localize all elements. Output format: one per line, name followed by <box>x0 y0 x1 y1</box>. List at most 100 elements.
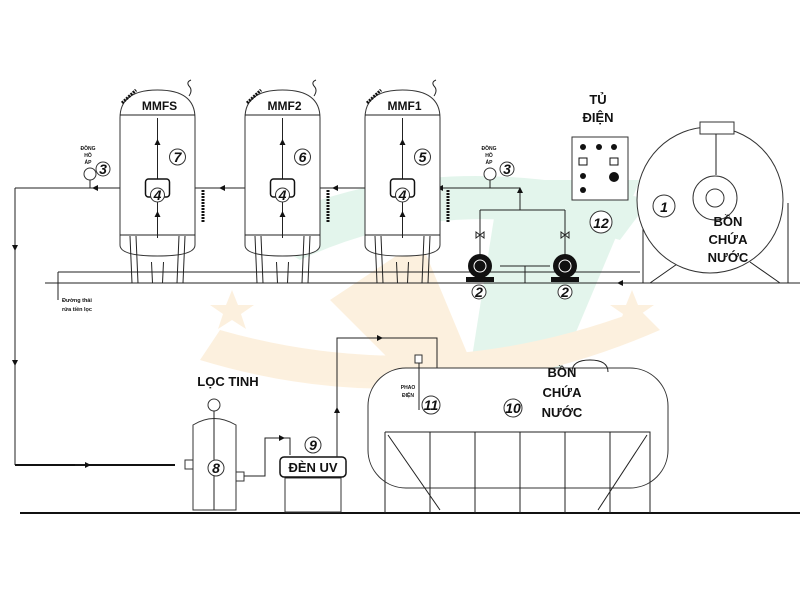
number-circle <box>589 210 613 234</box>
pump-1: 2 <box>466 254 494 300</box>
gauge-label: ÁP <box>85 159 93 166</box>
uv-stand <box>284 477 342 513</box>
number-circle <box>421 395 441 415</box>
tank-label: BỒN <box>714 214 743 229</box>
uv-lamp-body <box>279 456 347 478</box>
number-circle <box>471 284 487 300</box>
number-circle <box>95 161 111 177</box>
uv-lamp-label: ĐÈN UV <box>288 460 337 475</box>
gauge-icon <box>83 167 97 181</box>
gauge-number: 3 <box>99 161 107 177</box>
number-circle <box>503 398 523 418</box>
pipe-to-uv <box>244 437 291 477</box>
tank-frame <box>384 431 651 513</box>
filter-number: 7 <box>174 149 183 165</box>
filter-number: 5 <box>419 149 427 165</box>
filter-legs <box>254 235 311 284</box>
fine-filter-number: 8 <box>212 460 220 476</box>
tank-label: CHỨA <box>709 232 749 247</box>
number-circle <box>294 148 311 166</box>
gauge-number: 3 <box>503 161 511 177</box>
tank-label: CHỨA <box>543 385 583 400</box>
air-vent-icon <box>187 79 192 97</box>
multimedia-filter-mmf1: 4 MMF1 5 <box>364 79 450 284</box>
multimedia-filter-mmf2: 4 MMF2 6 <box>244 79 330 284</box>
pump-icon <box>468 254 492 278</box>
uv-lamp: ĐÈN UV 9 <box>279 436 347 513</box>
raw-water-tank: 1 BỒN CHỨA NƯỚC <box>636 121 790 284</box>
gauge-icon <box>207 398 221 412</box>
uv-lamp-number: 9 <box>309 437 317 453</box>
fine-filter: LỌC TINH 8 <box>184 374 259 511</box>
pressure-gauge-left: ĐỒNG HỒ ÁP 3 <box>81 145 111 188</box>
pump-base <box>466 277 494 282</box>
filter-number: 6 <box>299 149 307 165</box>
number-circle <box>169 148 186 166</box>
filter-name: MMFS <box>142 99 177 113</box>
tank-label: NƯỚC <box>708 250 749 265</box>
panel-label: ĐIỆN <box>582 110 613 125</box>
valve-icon <box>475 231 570 239</box>
float-switch-head <box>414 354 423 364</box>
filter-name: MMF1 <box>388 99 422 113</box>
tank-number: 1 <box>660 199 668 215</box>
filter-name: MMF2 <box>268 99 302 113</box>
drain-label: Đường thải <box>62 298 92 304</box>
meter-icon <box>578 157 588 166</box>
number-circle <box>652 194 676 218</box>
gauge-label: HỒ <box>84 152 92 159</box>
air-vent-icon <box>312 79 317 97</box>
pump-2: 2 <box>551 254 579 300</box>
pump-number: 2 <box>560 284 569 300</box>
gauge-label: ÁP <box>486 159 494 166</box>
tank-label: NƯỚC <box>542 405 583 420</box>
tank-manhole-inner <box>705 188 725 208</box>
pump-base <box>551 277 579 282</box>
valve-number: 4 <box>153 187 162 203</box>
panel-number: 12 <box>593 215 609 231</box>
gauge-icon <box>483 167 497 181</box>
tank-body <box>367 367 669 489</box>
manhole-icon <box>245 88 263 105</box>
panel-indicator-lights <box>580 144 619 193</box>
pump-number: 2 <box>474 284 483 300</box>
tank-hatch <box>699 121 735 135</box>
number-circle <box>207 459 225 477</box>
gauge-label: ĐỒNG <box>81 145 96 152</box>
filter-legs <box>129 235 186 284</box>
float-switch-label: ĐIỆN <box>402 391 414 399</box>
number-circle <box>275 187 290 203</box>
gauge-label: HỒ <box>485 152 493 159</box>
number-circle <box>557 284 573 300</box>
tank-stand <box>642 203 790 284</box>
pressure-gauge-right: ĐỒNG HỒ ÁP 3 <box>482 145 515 188</box>
tank-number: 10 <box>505 400 521 416</box>
pump-impeller <box>558 259 572 273</box>
number-circle <box>414 148 431 166</box>
number-circle <box>150 187 165 203</box>
pump-manifold <box>455 187 640 286</box>
valve-number: 4 <box>398 187 407 203</box>
meter-icon <box>609 157 619 166</box>
drain-label: rửa tiền lọc <box>62 307 92 313</box>
valve-number: 4 <box>278 187 287 203</box>
tank-hatch <box>571 359 609 373</box>
manhole-icon <box>120 88 138 105</box>
manhole-icon <box>365 88 383 105</box>
air-vent-icon <box>432 79 437 97</box>
number-circle <box>304 436 322 454</box>
number-circle <box>499 161 515 177</box>
fine-filter-label: LỌC TINH <box>197 374 258 389</box>
pump-impeller <box>473 259 487 273</box>
gauge-label: ĐỒNG <box>482 145 497 152</box>
number-circle <box>395 187 410 203</box>
tank-label: BỒN <box>548 365 577 380</box>
float-switch-number: 11 <box>424 397 439 413</box>
float-switch-label: PHAO <box>401 385 416 391</box>
clean-water-tank: PHAO ĐIỆN 11 10 BỒN CHỨA NƯỚC <box>367 354 669 513</box>
pump-icon <box>553 254 577 278</box>
panel-label: TỦ <box>589 92 606 107</box>
filter-legs <box>374 235 431 284</box>
inlet <box>184 459 194 470</box>
